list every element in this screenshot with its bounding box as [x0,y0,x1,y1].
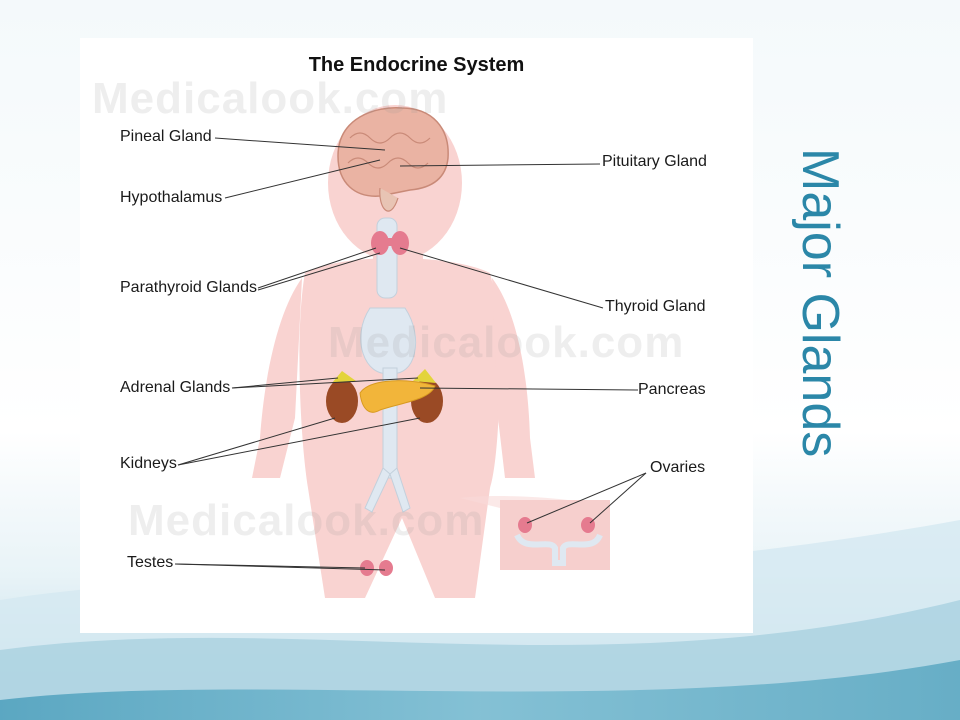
figure-title: The Endocrine System [308,54,525,76]
endocrine-illustration [174,105,647,598]
label-ovaries: Ovaries [650,459,706,476]
slide-wave-dark [0,660,960,720]
testes [360,560,393,576]
endocrine-figure: Medicalook.com Medicalook.com Medicalook… [80,38,753,633]
label-kidneys: Kidneys [120,455,177,472]
watermark-middle: Medicalook.com [328,318,685,367]
label-pineal-gland: Pineal Gland [120,128,212,145]
label-pancreas: Pancreas [638,381,706,398]
pancreas [359,380,436,413]
label-hypothalamus: Hypothalamus [120,189,223,206]
leader-lines [174,137,647,571]
slide-title: Major Glands [791,148,849,458]
label-pituitary-gland: Pituitary Gland [602,153,707,170]
body-silhouette [252,105,535,598]
watermark-top: Medicalook.com [92,74,449,123]
label-testes: Testes [127,554,174,571]
brain [337,107,449,212]
label-parathyroid-glands: Parathyroid Glands [120,279,257,296]
label-adrenal-glands: Adrenal Glands [120,379,231,396]
watermark-bottom: Medicalook.com [128,496,485,545]
adrenal-glands [332,369,436,383]
label-thyroid-gland: Thyroid Gland [605,298,706,315]
